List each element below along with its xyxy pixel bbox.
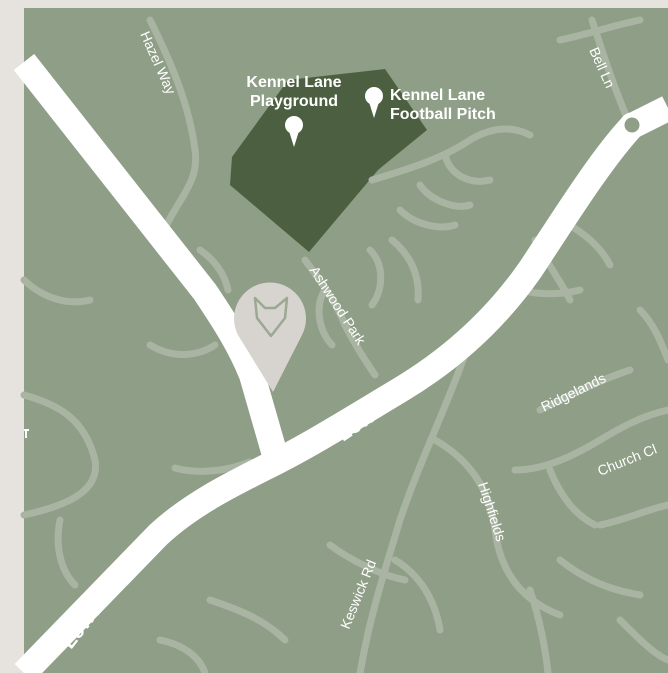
minor-road-south-2 [391,556,444,634]
north-east-road [556,16,644,44]
fox-head-icon [253,296,289,338]
map-pin-icon [285,116,303,147]
minor-roads [20,16,668,673]
church-cl-road [511,406,668,474]
minor-road-west-3 [54,516,79,589]
minor-road-lane-3 [196,246,232,294]
poi-playground-line2: Playground [250,93,338,110]
poi-football-pitch[interactable]: Kennel Lane Football Pitch [365,87,496,123]
minor-road-east-1 [636,306,668,364]
minor-road-west-2 [20,391,100,519]
keswick-rd-road [356,336,474,673]
ashwood-branch-3 [388,236,422,304]
ridgelands-road [536,366,634,414]
hazel-way-road [146,16,200,244]
minor-road-south-4 [156,636,209,673]
poi-playground-line1: Kennel Lane [246,74,341,91]
edge-fragment [24,429,29,438]
map-pin-icon [365,87,383,118]
minor-road-se-2 [616,616,668,664]
ashwood-branch-2 [366,246,385,309]
park-north-branch-3 [396,206,459,231]
minor-road-se-3 [526,586,552,673]
park-north-branch-2 [441,151,494,185]
poi-playground[interactable]: Kennel Lane Playground [246,74,342,147]
major-roads [13,53,668,673]
minor-road-south-3 [206,596,289,644]
park-north-branch-1 [416,181,474,210]
lower-rd-road[interactable] [14,96,668,673]
minor-road-se-1 [556,556,644,599]
minor-road-west-1 [20,276,94,306]
poi-football-line1: Kennel Lane [390,87,485,104]
park-north-road [368,125,534,184]
roundabout [619,112,645,138]
church-cl-branch-2 [596,501,668,529]
church-cl-branch-1 [546,466,599,529]
minor-road-lane-1 [146,341,219,358]
park-area[interactable] [230,69,427,252]
kennel-lane-road[interactable] [13,53,290,466]
ashwood-branch-1 [315,286,336,349]
location-marker[interactable] [234,282,306,392]
ashwood-park-road [301,256,379,379]
minor-road-south-1 [326,541,409,584]
poi-football-line2: Football Pitch [390,106,496,123]
